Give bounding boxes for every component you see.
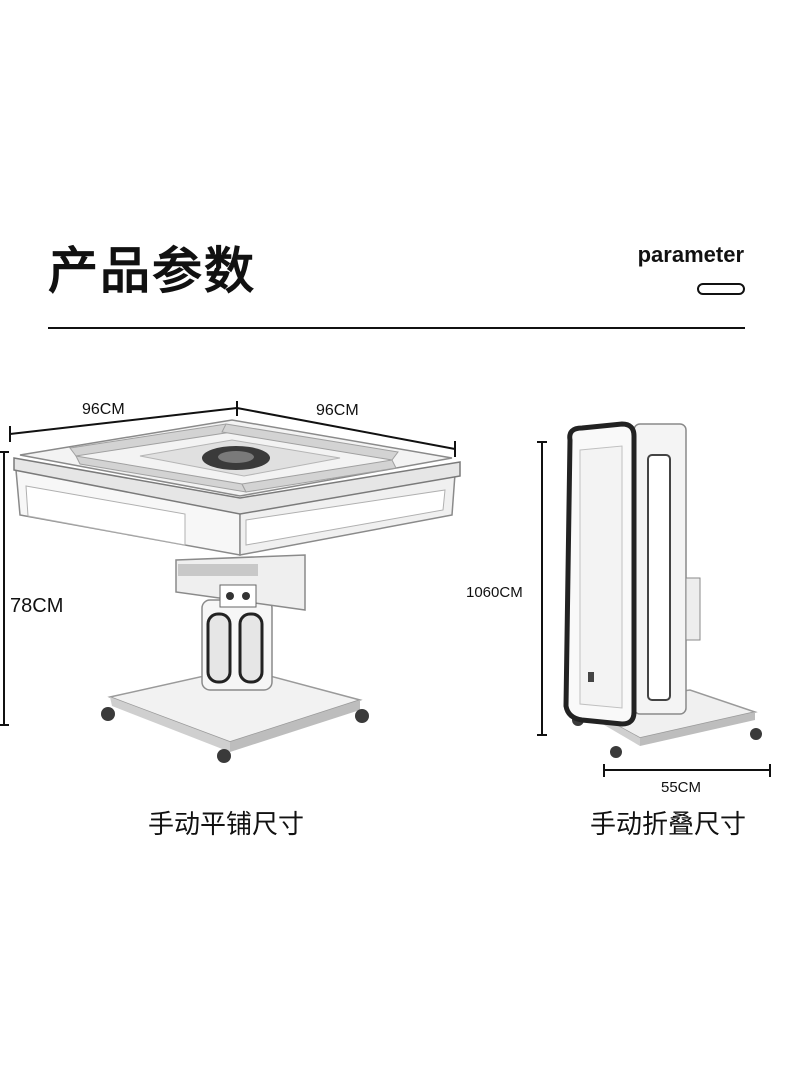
folded-depth-label: 55CM (661, 779, 702, 796)
flat-height-label: 78CM (10, 595, 64, 617)
flat-width-dimension-lines (9, 401, 456, 457)
folded-view-caption: 手动折叠尺寸 (590, 810, 747, 840)
flat-height-dimension-line (0, 451, 9, 726)
header-divider (48, 327, 745, 329)
folded-height-dimension-line (537, 441, 547, 736)
flat-mahjong-table (13, 419, 461, 763)
folded-height-label: 1060CM (466, 584, 523, 601)
flat-width-right-label: 96CM (316, 402, 359, 419)
page-title: 产品参数 (48, 242, 256, 300)
flat-width-left-label: 96CM (82, 401, 125, 418)
pill-decoration (697, 283, 745, 295)
flat-view-caption: 手动平铺尺寸 (148, 810, 305, 840)
page-subtitle: parameter (637, 242, 744, 267)
folded-mahjong-table (563, 421, 762, 758)
folded-depth-dimension-line (603, 764, 771, 777)
